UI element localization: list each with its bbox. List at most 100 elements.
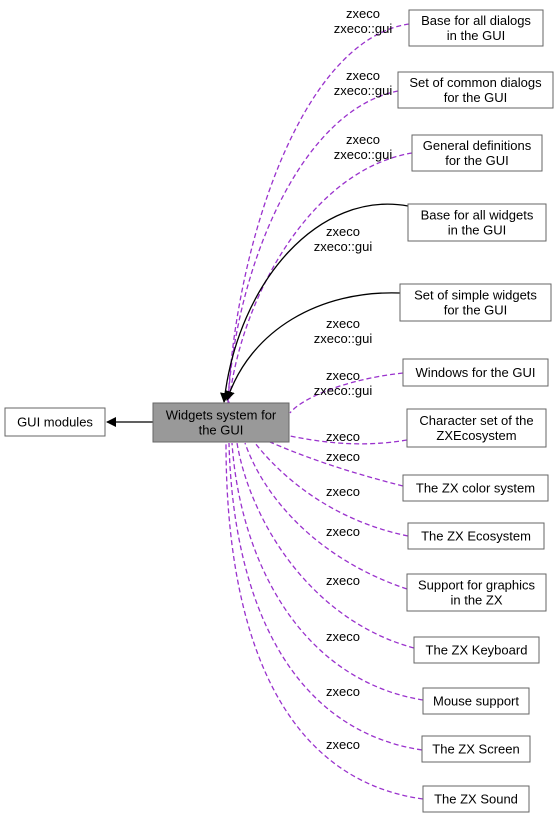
edge-label-mouse: zxeco <box>326 629 360 644</box>
edge-label-text: zxeco <box>326 368 360 383</box>
edge-color <box>269 441 404 487</box>
node-box <box>407 522 545 550</box>
node-label: Windows for the GUI <box>416 365 536 380</box>
edge-label-text: zxeco <box>326 224 360 239</box>
edge-label-text: zxeco::gui <box>314 331 373 346</box>
node-label: The ZX Sound <box>434 792 518 807</box>
node-box <box>406 408 547 448</box>
edge-label-text: zxeco <box>326 737 360 752</box>
edge-screen <box>228 442 423 751</box>
node-label: The ZX Keyboard <box>426 643 528 658</box>
edge-labels-layer: zxecozxeco::guizxecozxeco::guizxecozxeco… <box>314 6 393 752</box>
edge-label-text: zxeco <box>326 629 360 644</box>
edge-label-text: zxeco::gui <box>334 21 393 36</box>
node-label: Support for graphics <box>418 578 536 593</box>
node-mouse[interactable]: Mouse support <box>422 687 530 715</box>
node-box <box>406 573 547 612</box>
edge-label-text: zxeco <box>326 524 360 539</box>
edge-label-text: zxeco <box>346 6 380 21</box>
edge-label-text: zxeco <box>326 484 360 499</box>
node-label: in the GUI <box>447 28 506 43</box>
node-windows[interactable]: Windows for the GUI <box>402 358 549 387</box>
node-keyboard[interactable]: The ZX Keyboard <box>413 636 540 664</box>
node-box <box>397 71 554 109</box>
node-box <box>422 785 530 813</box>
edge-label-charset: zxeco <box>326 429 360 444</box>
node-label: for the GUI <box>445 153 509 168</box>
node-box <box>408 9 544 47</box>
node-box <box>4 407 106 437</box>
node-label: Character set of the <box>419 413 533 428</box>
node-label: The ZX color system <box>416 481 535 496</box>
edge-label-text: zxeco::gui <box>314 383 373 398</box>
node-box <box>402 474 549 502</box>
node-label: the GUI <box>199 423 244 438</box>
node-box <box>421 735 531 763</box>
node-gui-modules[interactable]: GUI modules <box>4 407 106 437</box>
edge-ecosystem <box>254 442 409 537</box>
edge-simple-widgets <box>225 292 401 401</box>
node-label: Base for all dialogs <box>421 13 531 28</box>
edge-label-screen: zxeco <box>326 684 360 699</box>
edge-label-text: zxeco <box>326 449 360 464</box>
node-label: for the GUI <box>444 90 508 105</box>
edge-label-sound: zxeco <box>326 737 360 752</box>
node-label: in the GUI <box>448 223 507 238</box>
edge-graphics <box>244 442 408 590</box>
node-label: Mouse support <box>433 694 519 709</box>
node-ecosystem[interactable]: The ZX Ecosystem <box>407 522 545 550</box>
edge-label-text: zxeco::gui <box>334 83 393 98</box>
node-color[interactable]: The ZX color system <box>402 474 549 502</box>
node-screen[interactable]: The ZX Screen <box>421 735 531 763</box>
edge-label-text: zxeco <box>326 573 360 588</box>
edge-label-text: zxeco::gui <box>314 239 373 254</box>
node-box <box>411 134 543 172</box>
edge-general-defs <box>228 152 413 404</box>
edge-label-color: zxeco <box>326 449 360 464</box>
node-label: GUI modules <box>17 415 93 430</box>
edge-label-keyboard: zxeco <box>326 573 360 588</box>
edge-label-text: zxeco <box>346 132 380 147</box>
edge-label-ecosystem: zxeco <box>326 484 360 499</box>
node-label: in the ZX <box>450 593 502 608</box>
node-label: The ZX Ecosystem <box>421 529 531 544</box>
edge-label-text: zxeco <box>346 68 380 83</box>
edge-label-text: zxeco <box>326 429 360 444</box>
node-box <box>407 203 547 242</box>
node-label: Set of common dialogs <box>409 75 542 90</box>
node-box <box>402 358 549 387</box>
edge-charset <box>289 435 408 445</box>
node-box <box>152 402 290 443</box>
edge-widgets-base <box>220 203 409 403</box>
node-label: Set of simple widgets <box>414 288 537 303</box>
edges-layer <box>106 23 424 800</box>
node-label: The ZX Screen <box>432 742 519 757</box>
edge-mouse <box>231 442 424 701</box>
node-label: Base for all widgets <box>421 208 534 223</box>
edge-label-text: zxeco <box>326 684 360 699</box>
node-box <box>413 636 540 664</box>
edge-label-graphics: zxeco <box>326 524 360 539</box>
node-sound[interactable]: The ZX Sound <box>422 785 530 813</box>
edge-label-text: zxeco::gui <box>334 147 393 162</box>
edge-keyboard <box>236 442 415 649</box>
edge-windows <box>289 372 404 414</box>
node-label: Widgets system for <box>166 408 277 423</box>
edge-common-dialogs <box>227 90 399 404</box>
